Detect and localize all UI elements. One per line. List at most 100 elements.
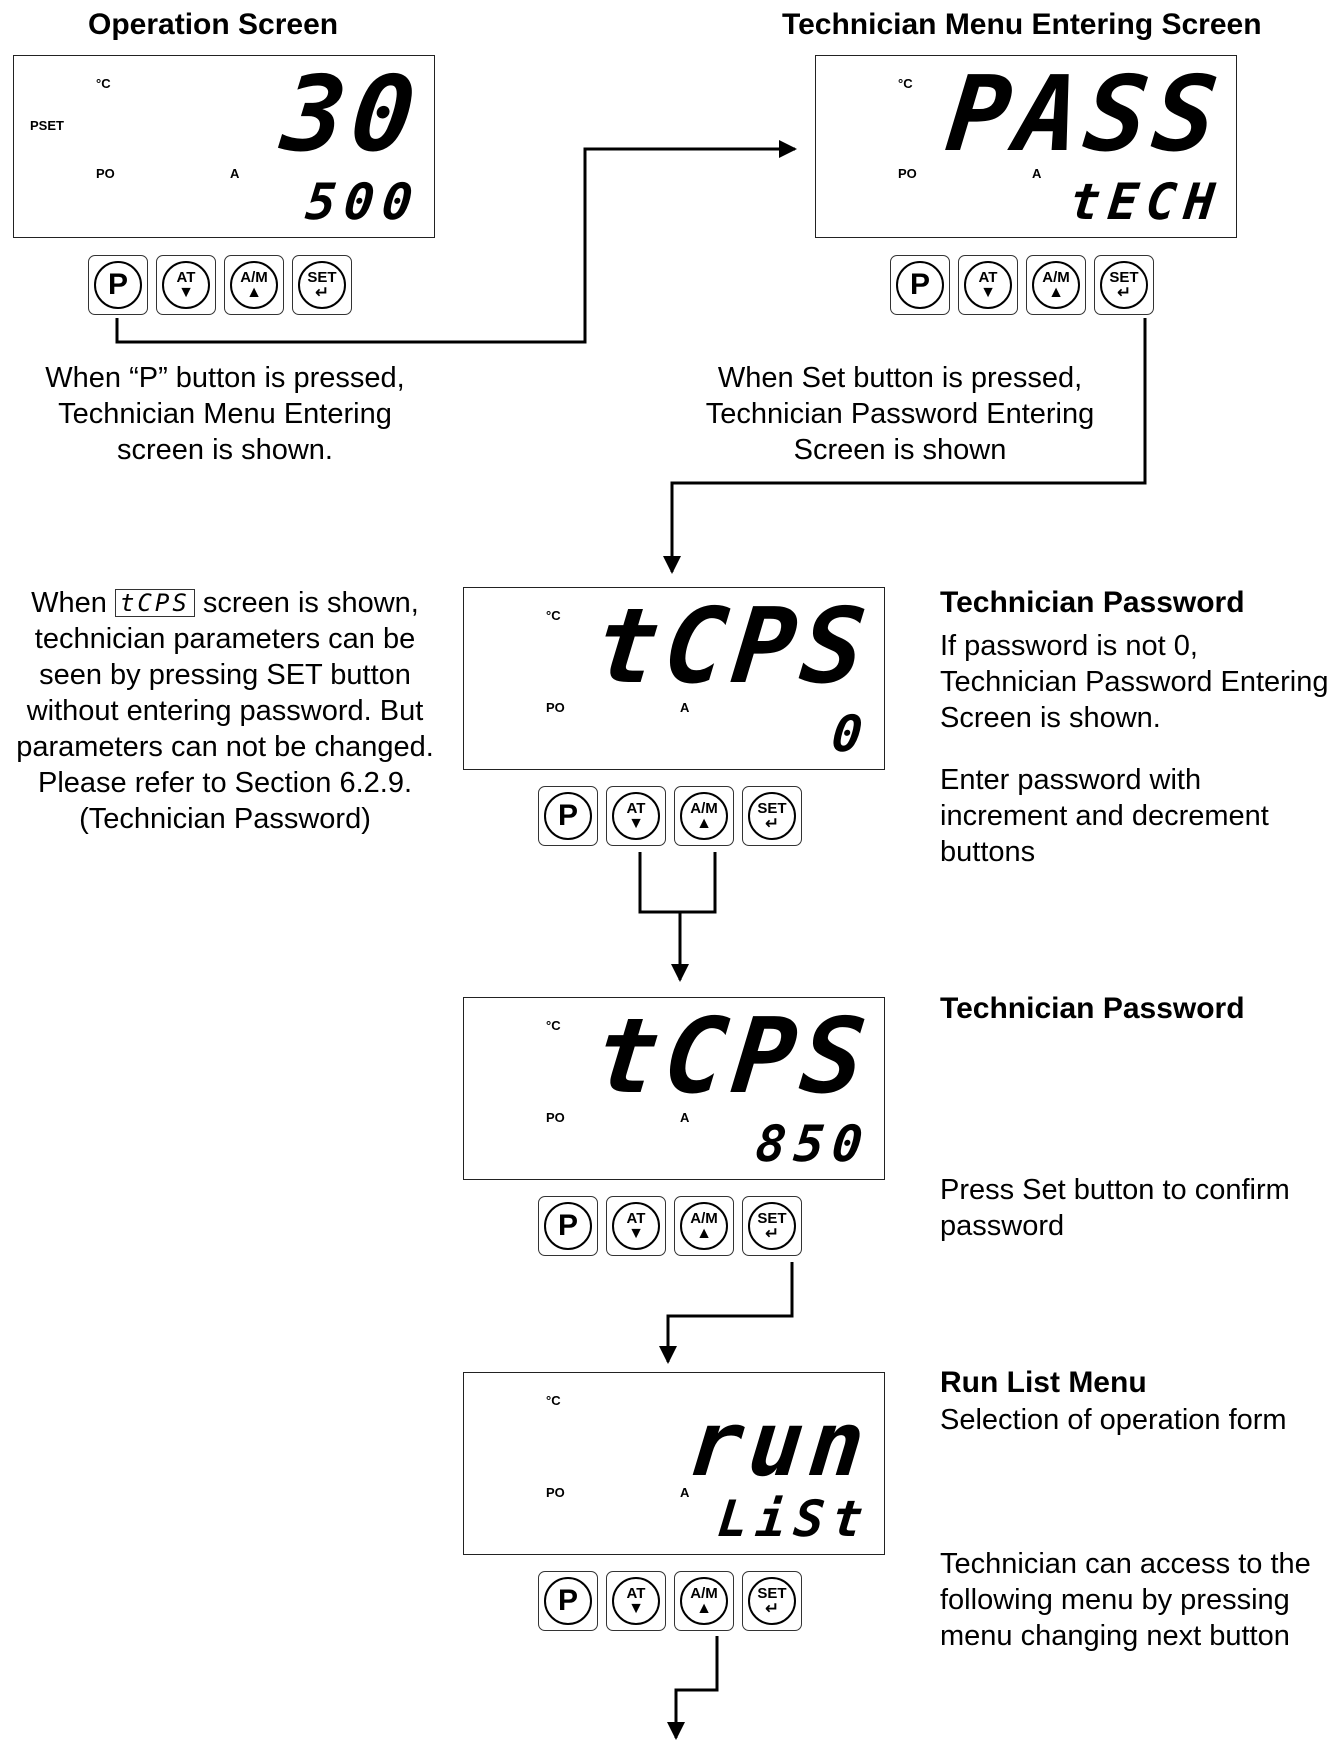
down-arrow-icon: ▼: [628, 814, 644, 832]
keypad-tcps-850: P AT▼ A/M▲ SET↵: [538, 1196, 802, 1256]
at-button[interactable]: AT▼: [606, 786, 666, 846]
am-button-label: A/M: [240, 268, 268, 286]
arrow-set-to-runlist: [659, 1262, 794, 1364]
lcd-tech-menu: °C PO A PASS tECH: [815, 53, 1237, 238]
display-bottom: LiSt: [714, 1490, 874, 1548]
display-bottom: 500: [302, 173, 424, 231]
set-button[interactable]: SET↵: [1094, 255, 1154, 315]
note-tcps: When tCPS screen is shown, technician pa…: [5, 585, 445, 837]
pset-label: PSET: [30, 118, 64, 133]
at-button-label: AT: [626, 1584, 646, 1602]
enter-arrow-icon: ↵: [764, 813, 780, 833]
note-set-pressed: When Set button is pressed, Technician P…: [705, 362, 1095, 466]
arrow-set-to-tcps: [663, 318, 1147, 574]
tech-password-text-1: If password is not 0, Technician Passwor…: [940, 630, 1329, 734]
po-label: PO: [546, 1485, 565, 1500]
p-button[interactable]: P: [538, 1196, 598, 1256]
p-button[interactable]: P: [538, 786, 598, 846]
display-bottom: 0: [828, 705, 874, 763]
am-button[interactable]: A/M▲: [674, 786, 734, 846]
a-label: A: [230, 166, 240, 181]
keypad-run-list: P AT▼ A/M▲ SET↵: [538, 1571, 802, 1631]
inline-tcps-display: tCPS: [114, 589, 195, 617]
up-arrow-icon: ▲: [696, 814, 712, 832]
enter-arrow-icon: ↵: [1116, 282, 1132, 302]
arrow-updown-to-tcps850: [638, 852, 717, 914]
po-label: PO: [96, 166, 115, 181]
po-label: PO: [898, 166, 917, 181]
p-button[interactable]: P: [538, 1571, 598, 1631]
unit-label: °C: [96, 76, 111, 91]
at-button[interactable]: AT▼: [958, 255, 1018, 315]
p-button[interactable]: P: [88, 255, 148, 315]
note-p-pressed: When “P” button is pressed, Technician M…: [45, 362, 405, 466]
unit-label: °C: [546, 608, 561, 623]
unit-label: °C: [546, 1018, 561, 1033]
down-arrow-icon: ▼: [628, 1599, 644, 1617]
tech-password-title-2: Technician Password: [940, 992, 1245, 1025]
unit-label: °C: [898, 76, 913, 91]
po-label: PO: [546, 700, 565, 715]
down-arrow-icon: ▼: [628, 1224, 644, 1242]
run-list-subtitle: Selection of operation form: [940, 1404, 1287, 1436]
am-button[interactable]: A/M▲: [674, 1571, 734, 1631]
display-top: 30: [276, 53, 427, 175]
am-button[interactable]: A/M▲: [1026, 255, 1086, 315]
a-label: A: [680, 700, 690, 715]
at-button-label: AT: [176, 268, 196, 286]
unit-label: °C: [546, 1393, 561, 1408]
set-button-label: SET: [307, 268, 337, 286]
set-button-label: SET: [757, 1584, 787, 1602]
down-arrow-icon: ▼: [178, 283, 194, 301]
at-button-label: AT: [626, 1209, 646, 1227]
display-bottom: 850: [752, 1115, 874, 1173]
set-button[interactable]: SET↵: [742, 1571, 802, 1631]
enter-arrow-icon: ↵: [764, 1223, 780, 1243]
set-button[interactable]: SET↵: [292, 255, 352, 315]
run-list-text: Technician can access to the following m…: [940, 1548, 1311, 1652]
keypad-tcps-zero: P AT▼ A/M▲ SET↵: [538, 786, 802, 846]
enter-arrow-icon: ↵: [764, 1598, 780, 1618]
up-arrow-icon: ▲: [246, 283, 262, 301]
note-tcps-prefix: When: [31, 587, 107, 619]
operation-screen-title: Operation Screen: [88, 8, 339, 41]
lcd-operation: °C PSET PO A 30 500: [13, 53, 435, 238]
at-button[interactable]: AT▼: [606, 1571, 666, 1631]
set-button[interactable]: SET↵: [742, 1196, 802, 1256]
display-top: PASS: [941, 53, 1229, 175]
display-top: tCPS: [589, 995, 877, 1117]
display-top: run: [683, 1392, 876, 1497]
am-button[interactable]: A/M▲: [224, 255, 284, 315]
at-button-label: AT: [626, 799, 646, 817]
set-button-label: SET: [757, 1209, 787, 1227]
up-arrow-icon: ▲: [1048, 283, 1064, 301]
at-button-label: AT: [978, 268, 998, 286]
lcd-tcps-850: °C PO A tCPS 850: [463, 995, 885, 1180]
set-button-label: SET: [757, 799, 787, 817]
tech-password-title-1: Technician Password: [940, 586, 1245, 619]
at-button[interactable]: AT▼: [606, 1196, 666, 1256]
p-button[interactable]: P: [890, 255, 950, 315]
am-button-label: A/M: [690, 1584, 718, 1602]
at-button[interactable]: AT▼: [156, 255, 216, 315]
enter-arrow-icon: ↵: [314, 282, 330, 302]
keypad-operation: P AT▼ A/M▲ SET↵: [88, 255, 352, 315]
am-button-label: A/M: [690, 1209, 718, 1227]
tech-password-text-2: Enter password with increment and decrem…: [940, 764, 1269, 868]
p-button-label: P: [107, 268, 128, 301]
lcd-tcps-zero: °C PO A tCPS 0: [463, 585, 885, 770]
am-button-label: A/M: [690, 799, 718, 817]
am-button[interactable]: A/M▲: [674, 1196, 734, 1256]
arrow-am-to-next: [667, 1636, 719, 1740]
p-button-label: P: [557, 1584, 578, 1617]
p-button-label: P: [557, 799, 578, 832]
set-button[interactable]: SET↵: [742, 786, 802, 846]
p-button-label: P: [557, 1209, 578, 1242]
set-button-label: SET: [1109, 268, 1139, 286]
tech-menu-title: Technician Menu Entering Screen: [782, 8, 1262, 41]
tech-password-confirm-text: Press Set button to confirm password: [940, 1174, 1290, 1242]
down-arrow-icon: ▼: [980, 283, 996, 301]
arrow-p-to-tech-menu: [115, 140, 797, 344]
p-button-label: P: [909, 268, 930, 301]
